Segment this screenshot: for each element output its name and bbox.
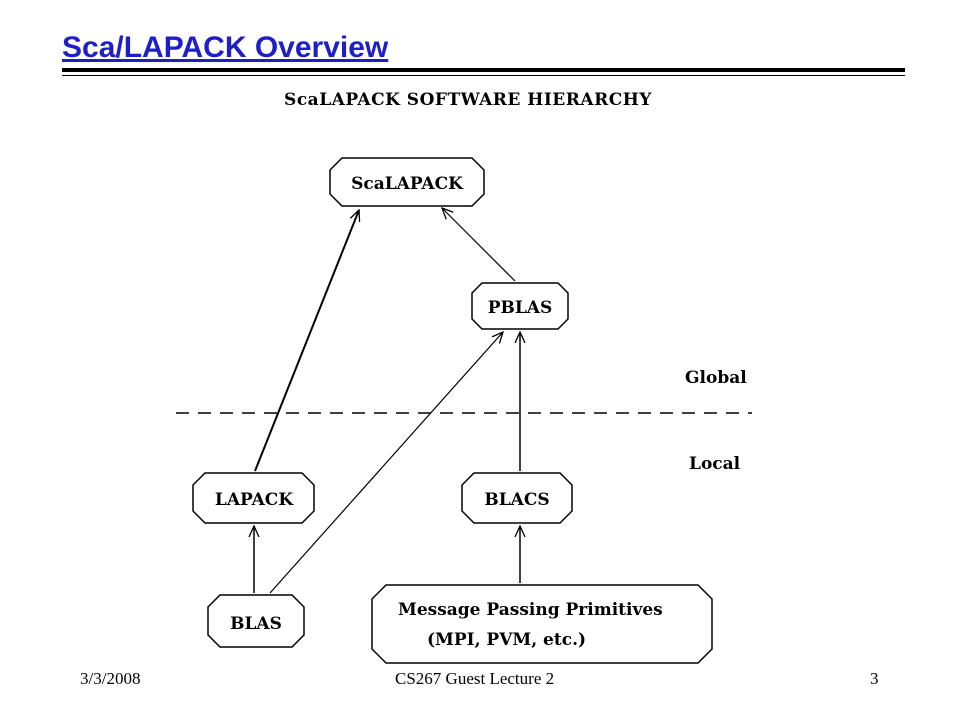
region-local-label: Local [689,454,741,474]
node-message-passing: Message Passing Primitives (MPI, PVM, et… [371,584,713,664]
title-rule-thin [62,75,905,76]
arrow-pblas-to-scalapack [442,208,516,282]
node-blacs-label: BLACS [484,490,549,510]
node-message-passing-line1: Message Passing Primitives [398,600,663,620]
footer-date: 3/3/2008 [80,669,141,688]
node-lapack-label: LAPACK [215,490,294,510]
node-pblas-label: PBLAS [488,298,553,318]
node-lapack: LAPACK [192,472,315,524]
node-message-passing-line2: (MPI, PVM, etc.) [427,630,586,650]
arrow-lapack-to-scalapack [254,210,359,472]
node-pblas: PBLAS [471,282,569,330]
node-blas-label: BLAS [230,614,282,634]
arrow-blas-to-pblas [269,332,503,594]
node-blas: BLAS [207,594,305,648]
footer-course: CS267 Guest Lecture 2 [395,669,555,688]
node-scalapack-label: ScaLAPACK [351,174,464,194]
region-global-label: Global [685,368,747,388]
diagram-heading: ScaLAPACK SOFTWARE HIERARCHY [284,90,652,110]
slide-title: Sca/LAPACK Overview [62,31,389,64]
node-blacs: BLACS [461,472,573,524]
node-scalapack: ScaLAPACK [329,157,485,207]
title-rule-thick [62,68,905,72]
footer-page-number: 3 [870,669,879,688]
